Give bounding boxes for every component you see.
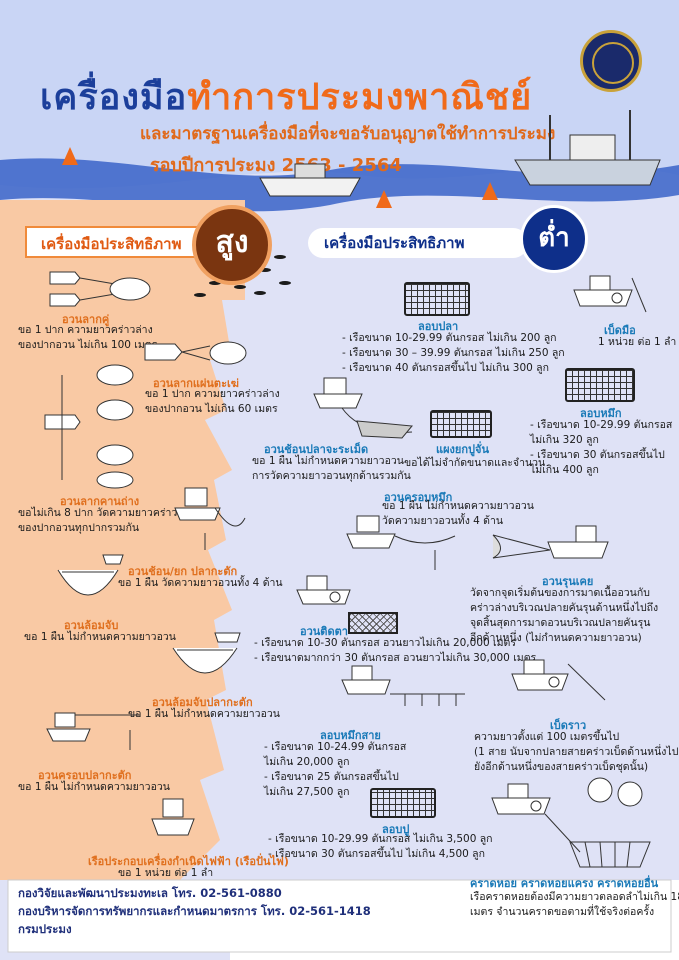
item-desc: - เรือขนาด 10-30 ตันกรอส อวนยาวไม่เกิน 2… [254, 637, 537, 664]
item-label: อวนช้อน/ยก ปลากะตัก [128, 565, 238, 578]
fishing-year: รอบปีการประมง 2563 - 2564 [150, 155, 402, 176]
item-desc: ขอ 1 ผืน วัดความยาวอวนทั้ง 4 ด้าน [118, 577, 283, 589]
item-label: แผงยกปูจั่น [436, 443, 489, 456]
crab-lift-net-icon [430, 410, 492, 438]
acetes-push-net-illustration [492, 525, 609, 559]
item-label: อวนครอบหมึก [384, 491, 453, 504]
seal-ring [592, 42, 634, 84]
item-desc: ขอไม่เกิน 8 ปาก วัดความยาวคร่าวล่าง ของป… [18, 507, 195, 534]
trawler-boat-icon [514, 110, 661, 186]
item-label: อวนลากคู่ [62, 313, 110, 326]
item-label: ลอบปลา [418, 320, 459, 333]
pomfret-lift-net-illustration [313, 377, 413, 439]
item-label: อวนครอบปลากะตัก [38, 769, 132, 782]
item-desc: ขอ 1 ผืน ไม่กำหนดความยาวอวน [128, 708, 280, 720]
item-label: อวนลากคานถ่าง [60, 495, 140, 508]
item-label: อวนติดตา [300, 625, 348, 638]
buoy-icon [62, 147, 78, 165]
squid-falling-net-illustration [346, 515, 456, 570]
item-label: ลอบหมึกสาย [320, 729, 381, 742]
item-desc: ขอ 1 ผืน ไม่กำหนดความยาวอวน วัดความยาวอว… [382, 500, 534, 527]
hand-line-boat-illustration [573, 275, 647, 313]
item-desc: ขอ 1 ผืน ไม่กำหนดความยาวอวน การวัดความยา… [252, 455, 411, 482]
item-desc: ขอ 1 ผืน ไม่กำหนดความยาวอวน [24, 631, 176, 643]
item-label: อวนลากแผ่นตะเฆ่ [153, 377, 239, 390]
light-luring-boat-illustration [151, 798, 195, 836]
item-desc: ความยาวตั้งแต่ 100 เมตรขึ้นไป (1 สาย นับ… [474, 731, 679, 773]
high-badge: สูง [192, 205, 272, 285]
longline-boat-illustration [511, 659, 606, 701]
shellfish-dredge-illustration [491, 777, 651, 868]
item-desc: ขอ 1 ปาก ความยาวคร่าวล่าง ของปากอวน ไม่เ… [145, 388, 280, 415]
item-desc: เรือคราดหอยต้องมีความยาวตลอดลำไม่เกิน 18… [470, 891, 679, 918]
item-label: เบ็ดมือ [604, 324, 636, 337]
gill-net-icon [348, 612, 398, 634]
item-desc: 1 หน่วย ต่อ 1 ลำ [598, 336, 677, 348]
item-label: อวนล้อมจับ [64, 619, 119, 632]
contact-footer: กองวิจัยและพัฒนาประมงทะเล โทร. 02-561-08… [18, 884, 371, 938]
small-boat-icon [259, 163, 361, 197]
high-efficiency-banner: เครื่องมือประสิทธิภาพ [25, 226, 215, 258]
item-label: อวนช้อนปลาจะระเม็ด [264, 443, 369, 456]
poster-subtitle: และมาตรฐานเครื่องมือที่จะขอรับอนุญาตใช้ท… [140, 124, 556, 144]
item-desc: ขอได้ไม่จำกัดขนาดและจำนวน [404, 457, 546, 469]
item-label: อวนรุนเคย [542, 575, 594, 588]
purse-seine-illustration [57, 554, 124, 596]
crab-trap-icon [370, 788, 436, 818]
item-desc: - เรือขนาด 10-24.99 ตันกรอส ไม่เกิน 20,0… [264, 741, 407, 798]
item-label: ลอบหมึก [580, 407, 622, 420]
low-badge: ต่ำ [520, 205, 588, 273]
low-efficiency-banner: เครื่องมือประสิทธิภาพ [308, 228, 528, 258]
anchovy-purse-seine-illustration [172, 632, 241, 674]
fish-trap-icon [404, 282, 470, 316]
department-seal [580, 30, 642, 92]
item-label: คราดหอย คราดหอยแครง คราดหอยอื่น [470, 877, 659, 890]
item-desc: วัดจากจุดเริ่มต้นของการมาดเนื้ออวนกับ คร… [470, 587, 659, 644]
otter-trawl-illustration [144, 341, 247, 365]
title-part1: เครื่องมือ [40, 77, 188, 118]
item-label: ลอบปู [382, 823, 410, 836]
title-part2: ทำการประมงพาณิชย์ [187, 77, 533, 118]
squid-longline-trap-illustration [341, 665, 465, 706]
anchovy-falling-net-illustration [46, 712, 140, 750]
item-label: เบ็ดราว [550, 719, 587, 732]
squid-trap-icon [565, 368, 635, 402]
footer-line: กองบริหารจัดการทรัพยากรและกำหนดมาตรการ โ… [18, 904, 371, 918]
footer-line: กองวิจัยและพัฒนาประมงทะเล โทร. 02-561-08… [18, 886, 282, 900]
item-label: อวนล้อมจับปลากะตัก [152, 696, 253, 709]
poster-title: เครื่องมือทำการประมงพาณิชย์ [40, 68, 532, 125]
buoy-icon [482, 182, 498, 200]
item-desc: - เรือขนาด 10-29.99 ตันกรอส ไม่เกิน 3,50… [268, 833, 493, 860]
buoy-icon [376, 190, 392, 208]
footer-line: กรมประมง [18, 922, 72, 936]
pair-trawl-illustration [49, 271, 151, 307]
item-desc: ขอ 1 หน่วย ต่อ 1 ลำ [118, 867, 214, 879]
item-desc: ขอ 1 ปาก ความยาวคร่าวล่าง ของปากอวน ไม่เ… [18, 324, 158, 351]
item-desc: ขอ 1 ผืน ไม่กำหนดความยาวอวน [18, 781, 170, 793]
item-desc: - เรือขนาด 10-29.99 ตันกรอส ไม่เกิน 200 … [342, 332, 565, 374]
gill-net-boat-illustration [296, 575, 351, 605]
beam-trawl-illustration [44, 364, 134, 489]
lift-net-illustration [174, 487, 246, 550]
item-label: เรือประกอบเครื่องกำเนิดไฟฟ้า (เรือปั่นไฟ… [88, 855, 289, 868]
item-desc: - เรือขนาด 10-29.99 ตันกรอส ไม่เกิน 320 … [530, 419, 673, 476]
